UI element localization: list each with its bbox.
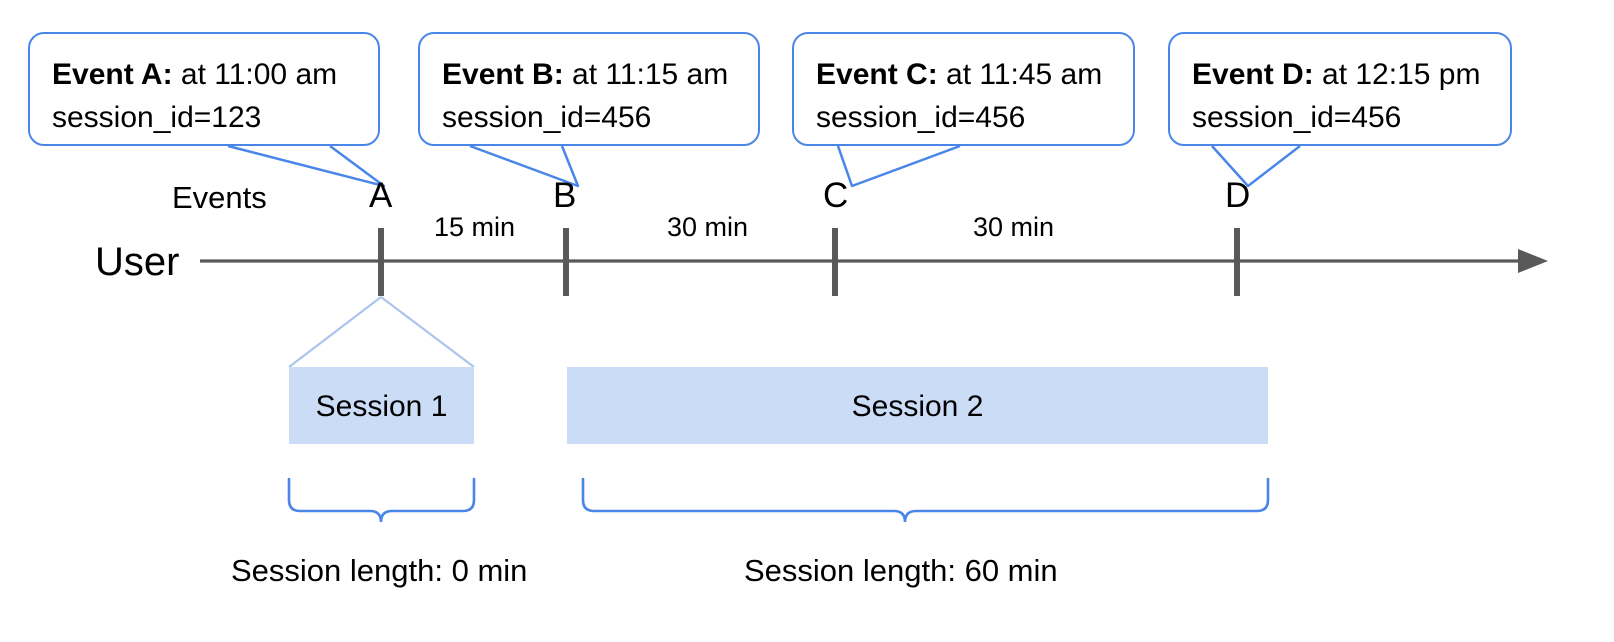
session-1-bracket xyxy=(287,477,476,523)
callout-d-session-id: session_id=456 xyxy=(1192,100,1402,134)
gap-label-a-b: 15 min xyxy=(434,212,516,242)
timeline-axis xyxy=(200,249,1548,273)
session-1-length-label: Session length: 0 min xyxy=(231,553,528,588)
callout-a-time: at 11:00 am xyxy=(172,58,338,91)
event-letter-c: C xyxy=(823,176,849,215)
session-1-bar xyxy=(289,367,474,444)
callout-tail-c xyxy=(836,144,961,188)
callout-d-time: at 12:15 pm xyxy=(1313,58,1481,91)
event-letter-d: D xyxy=(1225,176,1251,215)
callout-b-line-1: Event B: at 11:15 am xyxy=(442,54,738,97)
event-letter-a: A xyxy=(369,176,393,215)
session-1-connector xyxy=(288,296,475,368)
row-label-events: Events xyxy=(172,180,267,215)
callout-b-time: at 11:15 am xyxy=(563,58,729,91)
callout-c-session-id: session_id=456 xyxy=(816,100,1026,134)
session-2-label: Session 2 xyxy=(851,390,984,423)
callout-event-b[interactable]: Event B: at 11:15 am session_id=456 xyxy=(418,32,760,146)
session-2-bar xyxy=(567,367,1268,444)
session-2-bracket xyxy=(581,477,1270,523)
callout-b-session-id: session_id=456 xyxy=(442,100,652,134)
callout-b-title: Event B: xyxy=(442,58,564,91)
callout-event-a[interactable]: Event A: at 11:00 am session_id=123 xyxy=(28,32,380,146)
callout-a-session-id: session_id=123 xyxy=(52,100,262,134)
callout-tail-d xyxy=(1211,145,1301,188)
callout-tail-b xyxy=(469,144,580,188)
callout-event-d[interactable]: Event D: at 12:15 pm session_id=456 xyxy=(1168,32,1512,146)
callout-d-line-1: Event D: at 12:15 pm xyxy=(1192,54,1490,97)
callout-c-line-1: Event C: at 11:45 am xyxy=(816,54,1113,97)
callout-tail-a xyxy=(227,144,386,188)
row-label-user: User xyxy=(95,240,180,284)
callout-d-title: Event D: xyxy=(1192,58,1314,91)
callout-a-title: Event A: xyxy=(52,58,173,91)
callout-a-line-1: Event A: at 11:00 am xyxy=(52,54,358,97)
event-letter-b: B xyxy=(553,176,577,215)
callout-c-title: Event C: xyxy=(816,58,938,91)
session-1-label: Session 1 xyxy=(315,390,448,423)
session-2-length-label: Session length: 60 min xyxy=(744,553,1058,588)
callout-c-time: at 11:45 am xyxy=(937,58,1103,91)
gap-label-c-d: 30 min xyxy=(973,212,1055,242)
gap-label-b-c: 30 min xyxy=(667,212,749,242)
callout-event-c[interactable]: Event C: at 11:45 am session_id=456 xyxy=(792,32,1135,146)
